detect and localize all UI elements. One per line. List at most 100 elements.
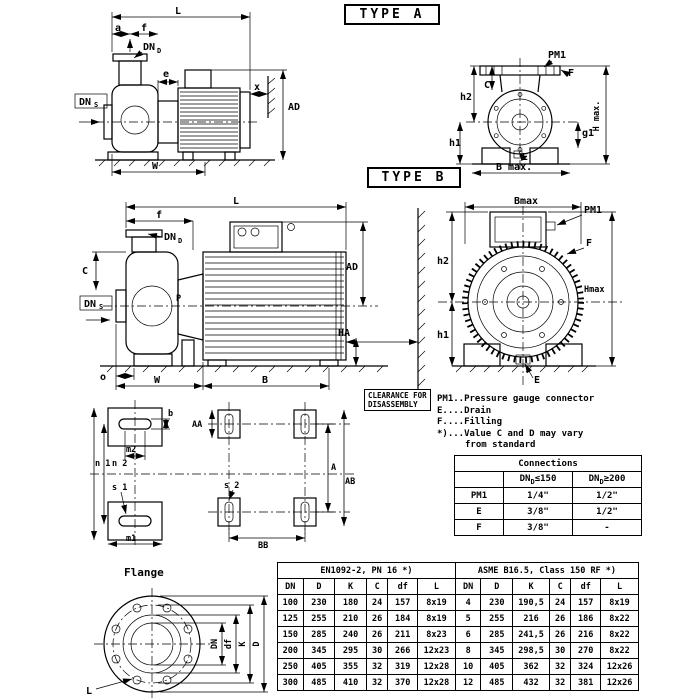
dim-label-B: B (262, 375, 268, 386)
cell: 8x19 (417, 610, 456, 627)
cell: 12x28 (417, 658, 456, 675)
dim-label-AD: AD (288, 102, 300, 113)
cell: 295 (334, 642, 367, 659)
dim-label-h1: h1 (449, 138, 461, 149)
flange-dimensions: DN df K D L (86, 595, 268, 697)
cell: 405 (302, 658, 336, 675)
dim-label-F: F (568, 68, 574, 79)
table-row: EN1092-2, PN 16 *) ASME B16.5, Class 150… (277, 562, 640, 579)
cell: 157 (387, 594, 419, 611)
type-a-dimensions: L a f DN D DN S e x AD W (74, 6, 300, 176)
dim-label-C: C (484, 80, 490, 91)
cell: 230 (480, 594, 514, 611)
dim-label-df: df (224, 639, 234, 649)
cell: - (572, 519, 642, 536)
cell: 8x22 (600, 610, 639, 627)
cell: 8x19 (600, 594, 639, 611)
cell: 12 (454, 674, 482, 691)
cell: 210 (334, 610, 367, 627)
cell: 381 (570, 674, 602, 691)
type-b-front-dimensions: Bmax PM1 F h2 h1 Hmax E (437, 196, 616, 386)
dim-label-A: A (331, 463, 336, 473)
dim-label-H-max: H max. (592, 101, 602, 132)
cell: 270 (570, 642, 602, 659)
dim-label-h2: h2 (460, 92, 472, 103)
cell: 5 (454, 610, 482, 627)
cell: 8x19 (417, 594, 456, 611)
col-header: DN (277, 578, 304, 595)
cell: 8x22 (600, 626, 639, 643)
dim-label-b: b (168, 409, 173, 419)
cell: 184 (387, 610, 419, 627)
dim-label-n2: n 2 (112, 459, 127, 469)
dim-label-L: L (86, 686, 92, 697)
cell: 362 (512, 658, 550, 675)
type-a-pump-geometry (95, 53, 276, 167)
dim-label-AA: AA (192, 420, 202, 430)
col-header: DN (454, 578, 482, 595)
dim-label-x: x (254, 82, 260, 93)
cell: 24 (365, 594, 389, 611)
cell: 26 (548, 610, 572, 627)
dim-label-PM1: PM1 (584, 205, 602, 216)
dim-label-DND: DN (164, 232, 176, 243)
cell: 345 (480, 642, 514, 659)
dim-label-PM1: PM1 (548, 50, 566, 61)
dim-label-DNS-sub: S (99, 303, 103, 311)
table-row: PM1 1/4" 1/2" (454, 487, 642, 504)
dim-label-m1: m1 (126, 534, 136, 544)
dim-label-Hmax: Hmax (584, 285, 604, 295)
baseplate-dimensions: b m2 n 1 n 2 s 1 m1 AA A AB s 2 (91, 408, 355, 551)
dim-label-DNS: DN (79, 97, 91, 108)
cell: 32 (548, 658, 572, 675)
cell: 26 (365, 626, 389, 643)
type-b-pump-geometry (100, 208, 426, 394)
cell: 8x23 (417, 626, 456, 643)
col-header: df (387, 578, 419, 595)
cell: F (454, 519, 504, 536)
type-b-front-view: Bmax PM1 F h2 h1 Hmax E (437, 196, 622, 388)
dim-label-s2: s 2 (224, 481, 239, 491)
col-header: D (302, 578, 336, 595)
cell: 405 (480, 658, 514, 675)
dim-label-BB: BB (258, 541, 268, 551)
cell: 324 (570, 658, 602, 675)
table-row: DN D K C df L DN D K C df L (277, 578, 639, 595)
cell: 32 (365, 658, 389, 675)
dim-label-AB: AB (345, 477, 355, 487)
dim-label-DND: DN (143, 42, 155, 53)
cell: 32 (548, 674, 572, 691)
dim-label-L: L (175, 6, 181, 17)
dim-label-h1: h1 (437, 330, 449, 341)
cell: 26 (548, 626, 572, 643)
header-en1092: EN1092-2, PN 16 *) (277, 562, 456, 579)
cell: 298,5 (512, 642, 550, 659)
connections-col-dnd-le150: DND≤150 (503, 471, 573, 488)
dim-label-DND-sub: D (178, 237, 182, 245)
type-b-dimensions: L f DN D C DN S P o W B (79, 196, 418, 390)
dim-label-g1: g1 (582, 128, 594, 139)
cell: 150 (277, 626, 304, 643)
type-b-title: TYPE B (367, 167, 461, 188)
note-f: F....Filling (437, 417, 503, 427)
cell: 186 (570, 610, 602, 627)
flange-section-title: Flange (124, 566, 164, 579)
cell: 30 (548, 642, 572, 659)
connections-table: Connections DND≤150 DND≥200 PM1 1/4" 1/2… (454, 455, 642, 536)
cell: 30 (365, 642, 389, 659)
dim-label-L: L (233, 196, 239, 207)
type-b-side-view: L f DN D C DN S P o W B (79, 196, 426, 394)
note-star: *)...Value C and D may vary (437, 428, 584, 439)
cell: 8x22 (600, 642, 639, 659)
table-row: DND≤150 DND≥200 (454, 471, 642, 488)
cell: 1/2" (572, 503, 642, 520)
col-header: L (600, 578, 639, 595)
cell: 12x26 (600, 658, 639, 675)
dim-label-E: E (534, 375, 540, 386)
cell: 240 (334, 626, 367, 643)
cell: 255 (302, 610, 336, 627)
connections-col-dnd-ge200: DND≥200 (572, 471, 642, 488)
connections-title: Connections (454, 455, 642, 472)
